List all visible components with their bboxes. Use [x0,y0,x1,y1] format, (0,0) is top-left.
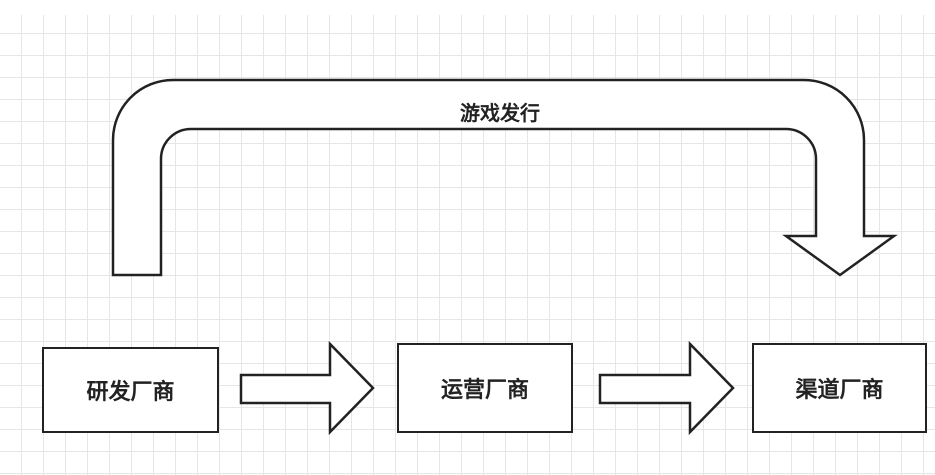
game-publishing-label: 游戏发行 [460,101,540,125]
node-label: 渠道厂商 [795,378,884,403]
node-channel[interactable]: 渠道厂商 [752,343,927,433]
arrow-dev-to-ops[interactable] [239,340,375,436]
node-label: 研发厂商 [86,380,175,405]
arrow-ops-to-channel[interactable] [598,340,735,436]
node-developer[interactable]: 研发厂商 [42,347,219,433]
node-label: 运营厂商 [440,378,529,403]
node-operator[interactable]: 运营厂商 [397,343,573,433]
game-publishing-u-arrow[interactable] [111,78,898,277]
